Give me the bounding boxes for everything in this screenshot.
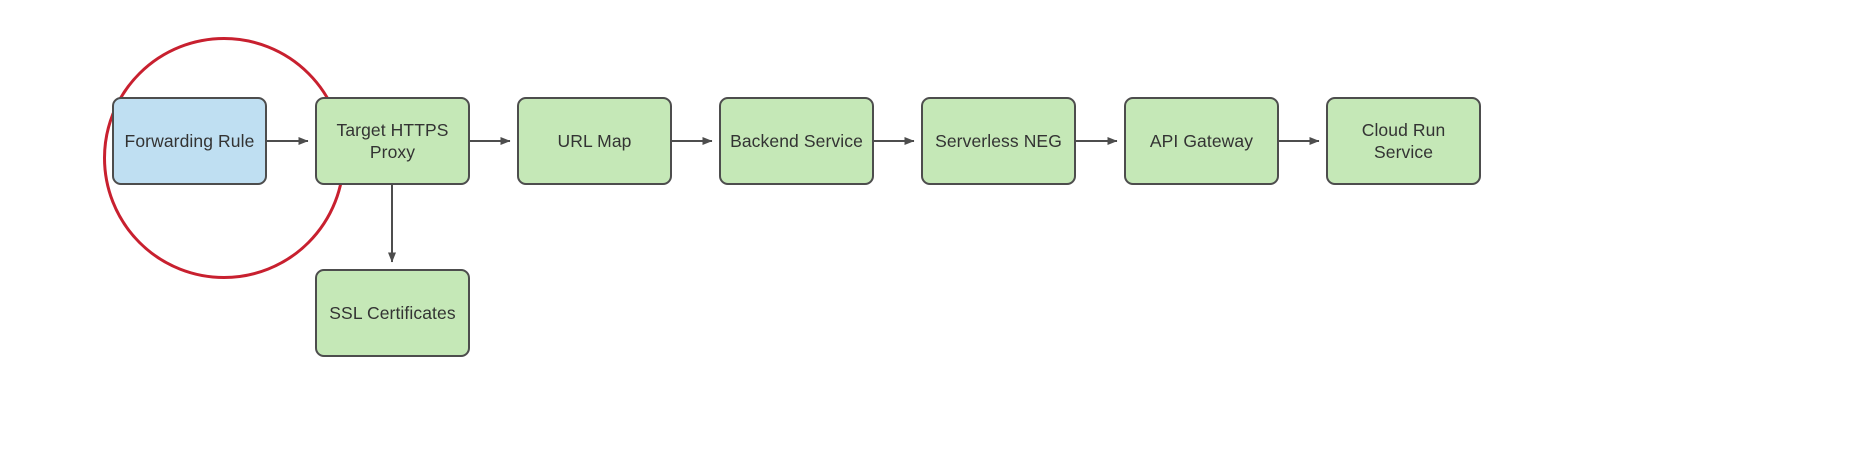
node-forwarding-rule[interactable]: Forwarding Rule [112, 97, 267, 185]
node-label: API Gateway [1149, 130, 1254, 151]
node-label: Cloud Run Service [1361, 119, 1446, 162]
node-label: SSL Certificates [329, 302, 456, 323]
node-label: Backend Service [730, 130, 863, 151]
node-label: Forwarding Rule [124, 130, 255, 151]
node-url-map[interactable]: URL Map [517, 97, 672, 185]
node-ssl-certificates[interactable]: SSL Certificates [315, 269, 470, 357]
node-api-gateway[interactable]: API Gateway [1124, 97, 1279, 185]
node-cloud-run-service[interactable]: Cloud Run Service [1326, 97, 1481, 185]
node-serverless-neg[interactable]: Serverless NEG [921, 97, 1076, 185]
node-backend-service[interactable]: Backend Service [719, 97, 874, 185]
node-label: URL Map [557, 130, 632, 151]
node-target-https-proxy[interactable]: Target HTTPS Proxy [315, 97, 470, 185]
node-label: Target HTTPS Proxy [336, 119, 449, 162]
node-label: Serverless NEG [935, 130, 1062, 151]
